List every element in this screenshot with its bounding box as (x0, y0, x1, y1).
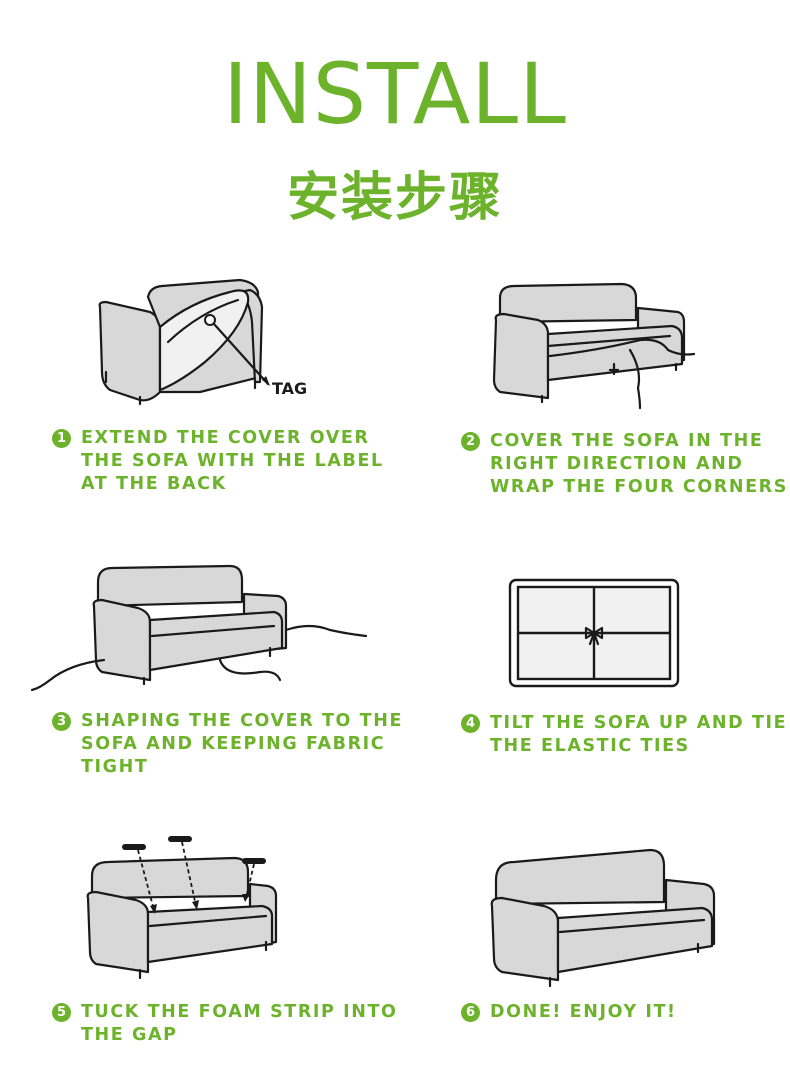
elastic-tie-icon (584, 626, 604, 646)
step-6-illustration (490, 848, 716, 988)
step-1: 1 EXTEND THE COVER OVER THE SOFA WITH TH… (52, 427, 384, 496)
foam-strip-icon (168, 836, 192, 842)
step-number-badge: 6 (461, 1003, 480, 1022)
step-number-badge: 5 (52, 1003, 71, 1022)
tag-label: TAG (272, 379, 307, 398)
step-6: 6 DONE! ENJOY IT! (461, 1001, 677, 1024)
step-number-badge: 1 (52, 429, 71, 448)
step-number-badge: 3 (52, 712, 71, 731)
step-2: 2 COVER THE SOFA IN THE RIGHT DIRECTION … (461, 430, 788, 499)
step-1-illustration: TAG (98, 278, 307, 406)
tag-marker-icon (204, 314, 216, 326)
step-5: 5 TUCK THE FOAM STRIP INTO THE GAP (52, 1001, 398, 1047)
step-3: 3 SHAPING THE COVER TO THE SOFA AND KEEP… (52, 710, 403, 779)
step-4: 4 TILT THE SOFA UP AND TIE THE ELASTIC T… (461, 712, 787, 758)
step-number-badge: 2 (461, 432, 480, 451)
step-number-badge: 4 (461, 714, 480, 733)
step-3-illustration (30, 564, 368, 692)
step-text: TUCK THE FOAM STRIP INTO THE GAP (81, 1002, 398, 1045)
page-subtitle: 安装步骤 (286, 168, 503, 228)
step-text: COVER THE SOFA IN THE RIGHT DIRECTION AN… (490, 431, 788, 497)
foam-strip-icon (242, 858, 266, 864)
step-text: TILT THE SOFA UP AND TIE THE ELASTIC TIE… (490, 713, 788, 756)
step-text: SHAPING THE COVER TO THE SOFA AND KEEPIN… (81, 711, 404, 777)
step-5-illustration (86, 836, 278, 980)
page-title: INSTALL (223, 45, 567, 143)
step-4-illustration (508, 578, 680, 688)
step-text: DONE! ENJOY IT! (490, 1002, 677, 1022)
foam-strip-icon (122, 844, 146, 850)
step-2-illustration (492, 282, 696, 410)
step-text: EXTEND THE COVER OVER THE SOFA WITH THE … (81, 428, 384, 494)
